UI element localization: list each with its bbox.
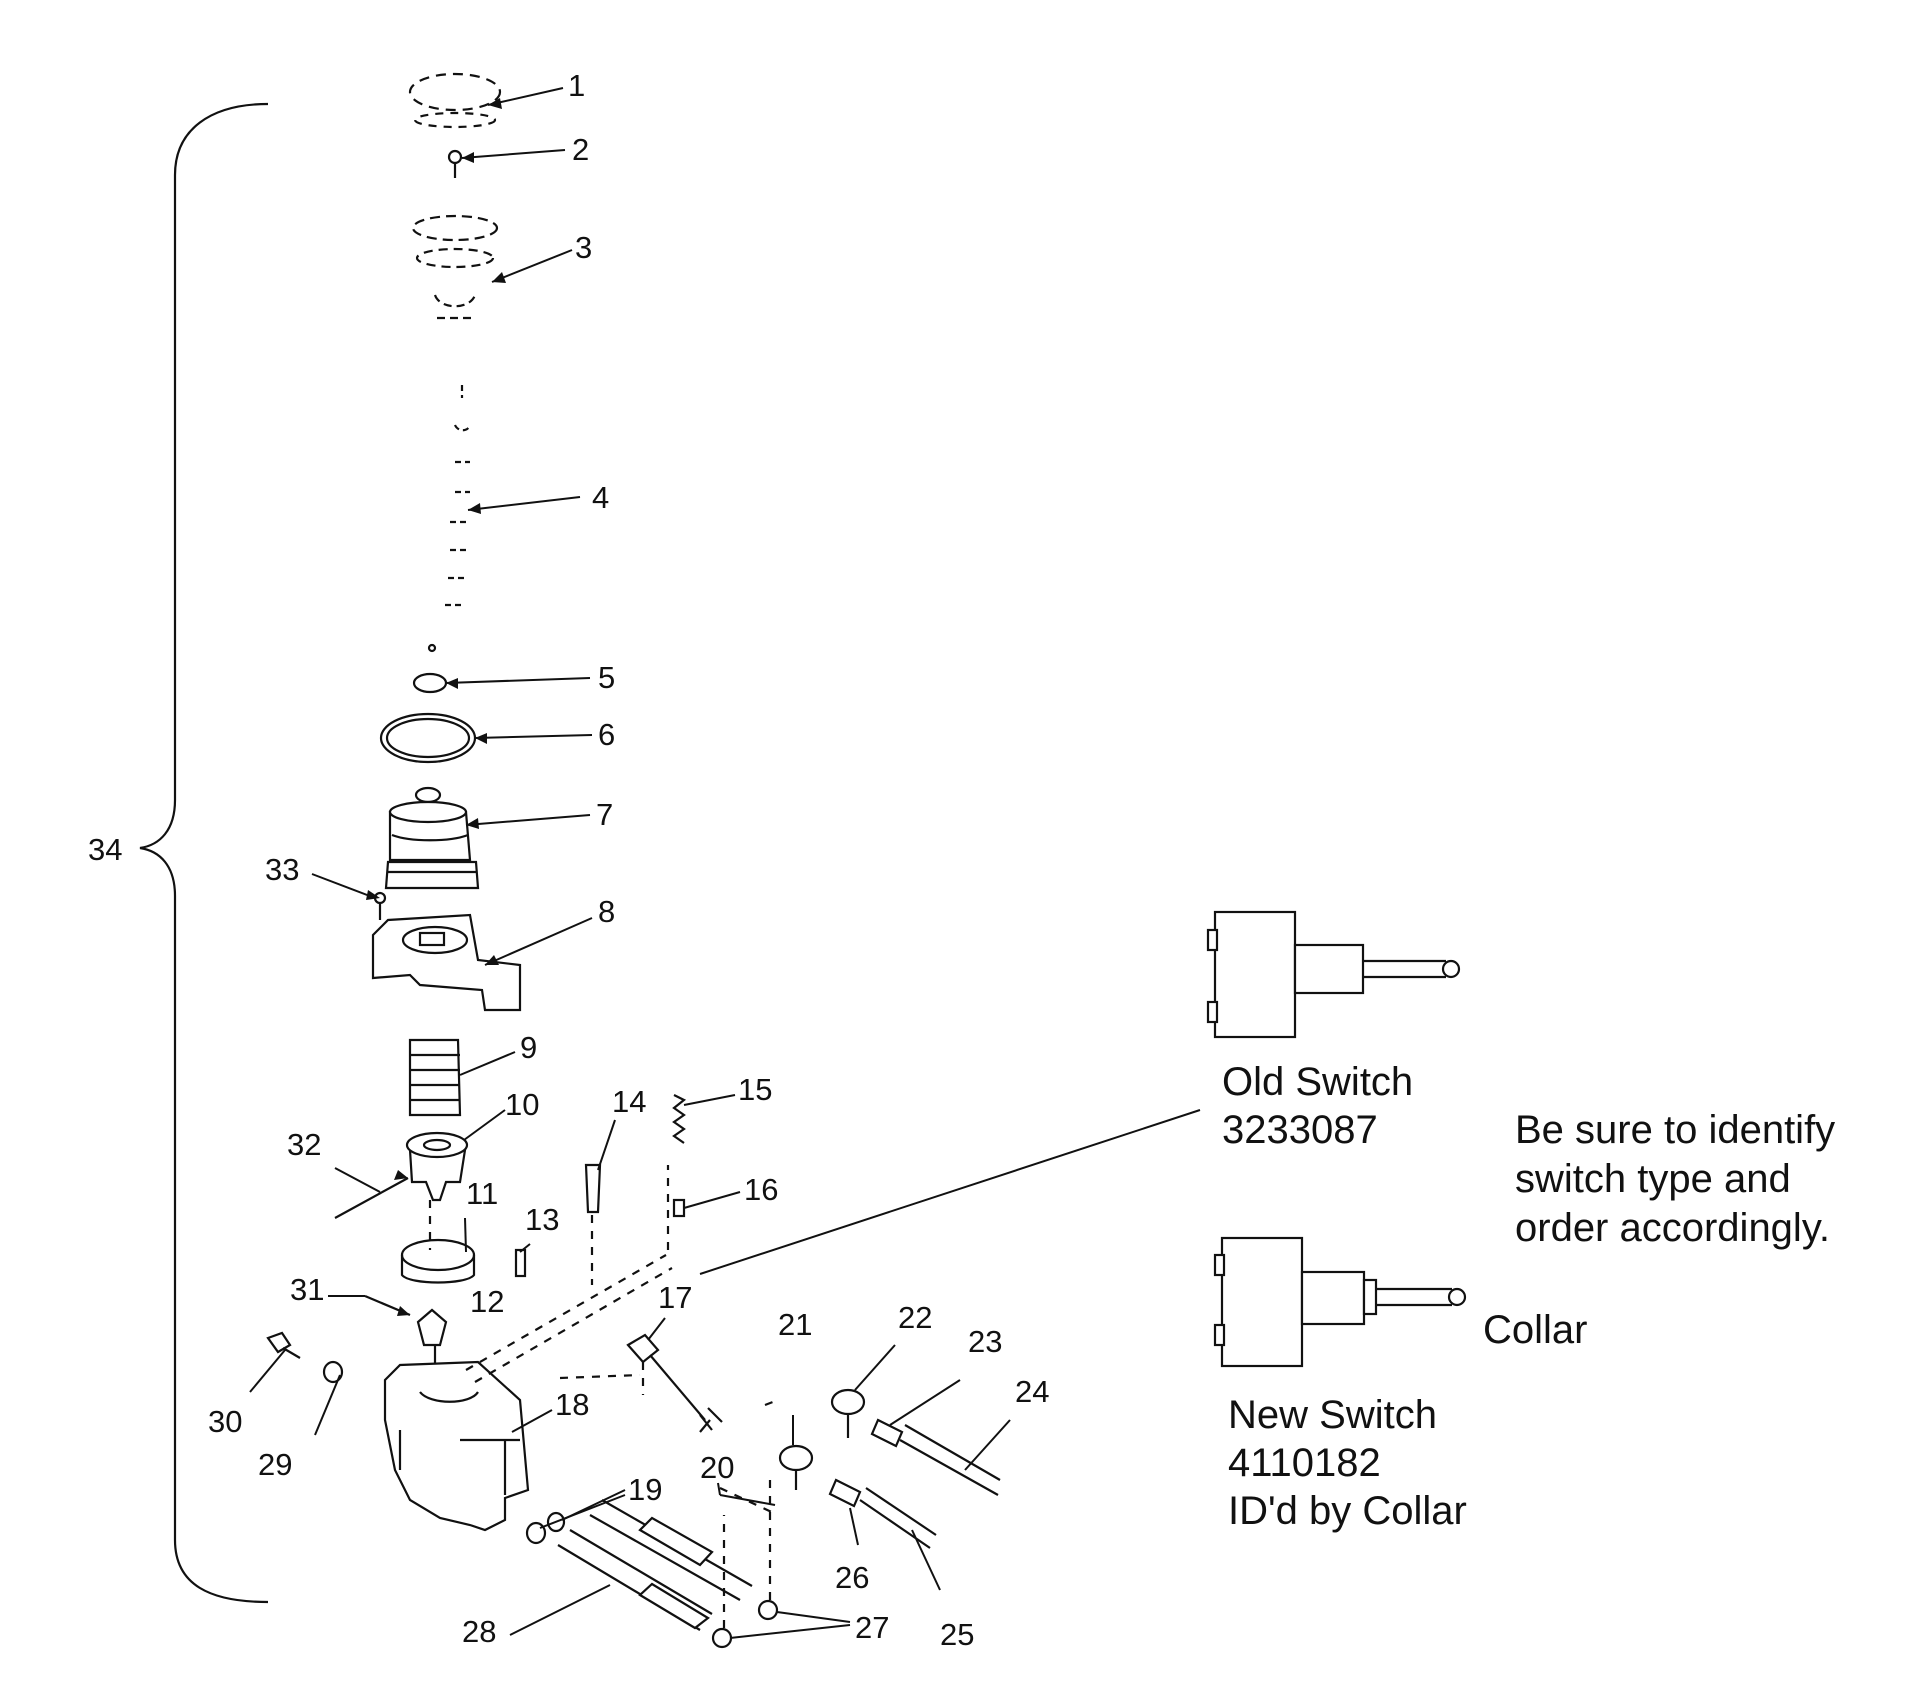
collar-label: Collar [1483, 1308, 1587, 1352]
part-4-rod [445, 385, 472, 607]
part-15-spring [672, 1094, 687, 1144]
callout-25: 25 [940, 1617, 974, 1652]
part-13-spring [514, 1248, 527, 1278]
callout-3: 3 [575, 230, 592, 265]
part-2-screw [447, 149, 463, 165]
part-8-housing [371, 913, 522, 1012]
old-switch-part-number: 3233087 [1222, 1108, 1378, 1152]
callout-30: 30 [208, 1404, 242, 1439]
part-19-washer-a [525, 1521, 547, 1545]
part-9-bellows [408, 1038, 462, 1117]
part-18-housing [383, 1360, 530, 1532]
new-switch-id-note: ID'd by Collar [1228, 1489, 1467, 1533]
callout-26: 26 [835, 1560, 869, 1595]
part-11-collar [400, 1238, 476, 1272]
part-29-washer [322, 1360, 344, 1384]
callout-24: 24 [1015, 1374, 1049, 1409]
callout-14: 14 [612, 1084, 646, 1119]
callout-8: 8 [598, 894, 615, 929]
callout-9: 9 [520, 1030, 537, 1065]
part-10-plunger [408, 1148, 467, 1202]
new-switch-part-number: 4110182 [1228, 1441, 1381, 1485]
callout-18: 18 [555, 1387, 589, 1422]
callout-19: 19 [628, 1472, 662, 1507]
leader-lines [249, 87, 1011, 1639]
part-20-rod [589, 1499, 753, 1601]
assembly-bracket [139, 102, 269, 1604]
callout-4: 4 [592, 480, 609, 515]
callout-17: 17 [658, 1280, 692, 1315]
instruction-line-1: Be sure to identify [1515, 1108, 1835, 1152]
callout-7: 7 [596, 797, 613, 832]
callout-33: 33 [265, 852, 299, 887]
callout-20: 20 [700, 1450, 734, 1485]
callout-27: 27 [855, 1610, 889, 1645]
part-1-cap-base [413, 111, 497, 129]
part-22-rod-end [830, 1388, 866, 1416]
part-1-cap [408, 72, 502, 112]
callout-32: 32 [287, 1127, 321, 1162]
callout-5: 5 [598, 660, 615, 695]
part-3-boot-bottom [415, 247, 495, 269]
part-5-o-ring [412, 672, 448, 694]
instruction-line-3: order accordingly. [1515, 1206, 1830, 1250]
part-3-boot-top [411, 214, 499, 242]
instruction-line-2: switch type and [1515, 1157, 1791, 1201]
callout-29: 29 [258, 1447, 292, 1482]
new-switch-title: New Switch [1228, 1393, 1437, 1437]
callout-6: 6 [598, 717, 615, 752]
callout-28: 28 [462, 1614, 496, 1649]
part-25-cable [859, 1487, 937, 1549]
part-3-boot [433, 294, 477, 320]
part-12-lever [416, 1308, 448, 1347]
part-6-ring [379, 712, 477, 764]
callout-31: 31 [290, 1272, 324, 1307]
callout-numbers: 1 2 3 4 5 6 7 8 9 10 11 12 13 14 15 16 1… [88, 68, 1049, 1652]
old-switch-title: Old Switch [1222, 1060, 1413, 1104]
part-32-pin [334, 1177, 409, 1219]
callout-11: 11 [466, 1176, 498, 1211]
part-30-bolt [266, 1331, 292, 1354]
callout-15: 15 [738, 1072, 772, 1107]
callout-13: 13 [525, 1202, 559, 1237]
part-24-cable [899, 1424, 1001, 1496]
part-23-adjuster [870, 1418, 904, 1448]
callout-1: 1 [568, 68, 585, 103]
part-27-nut-a [711, 1627, 733, 1649]
part-21-rod-end [778, 1444, 814, 1472]
callout-23: 23 [968, 1324, 1002, 1359]
callout-10: 10 [505, 1087, 539, 1122]
callout-2: 2 [572, 132, 589, 167]
old-switch-illustration [1206, 910, 1461, 1039]
callout-16: 16 [744, 1172, 778, 1207]
leader-arrows [366, 98, 506, 1316]
callout-22: 22 [898, 1300, 932, 1335]
callout-12: 12 [470, 1284, 504, 1319]
callout-34: 34 [88, 832, 122, 867]
new-switch-illustration [1213, 1236, 1467, 1368]
part-27-nut-b [757, 1599, 779, 1621]
callout-21: 21 [778, 1307, 812, 1342]
part-14-pin [584, 1163, 602, 1214]
part-16-detent [672, 1198, 686, 1218]
part-26-adjuster [828, 1478, 862, 1508]
